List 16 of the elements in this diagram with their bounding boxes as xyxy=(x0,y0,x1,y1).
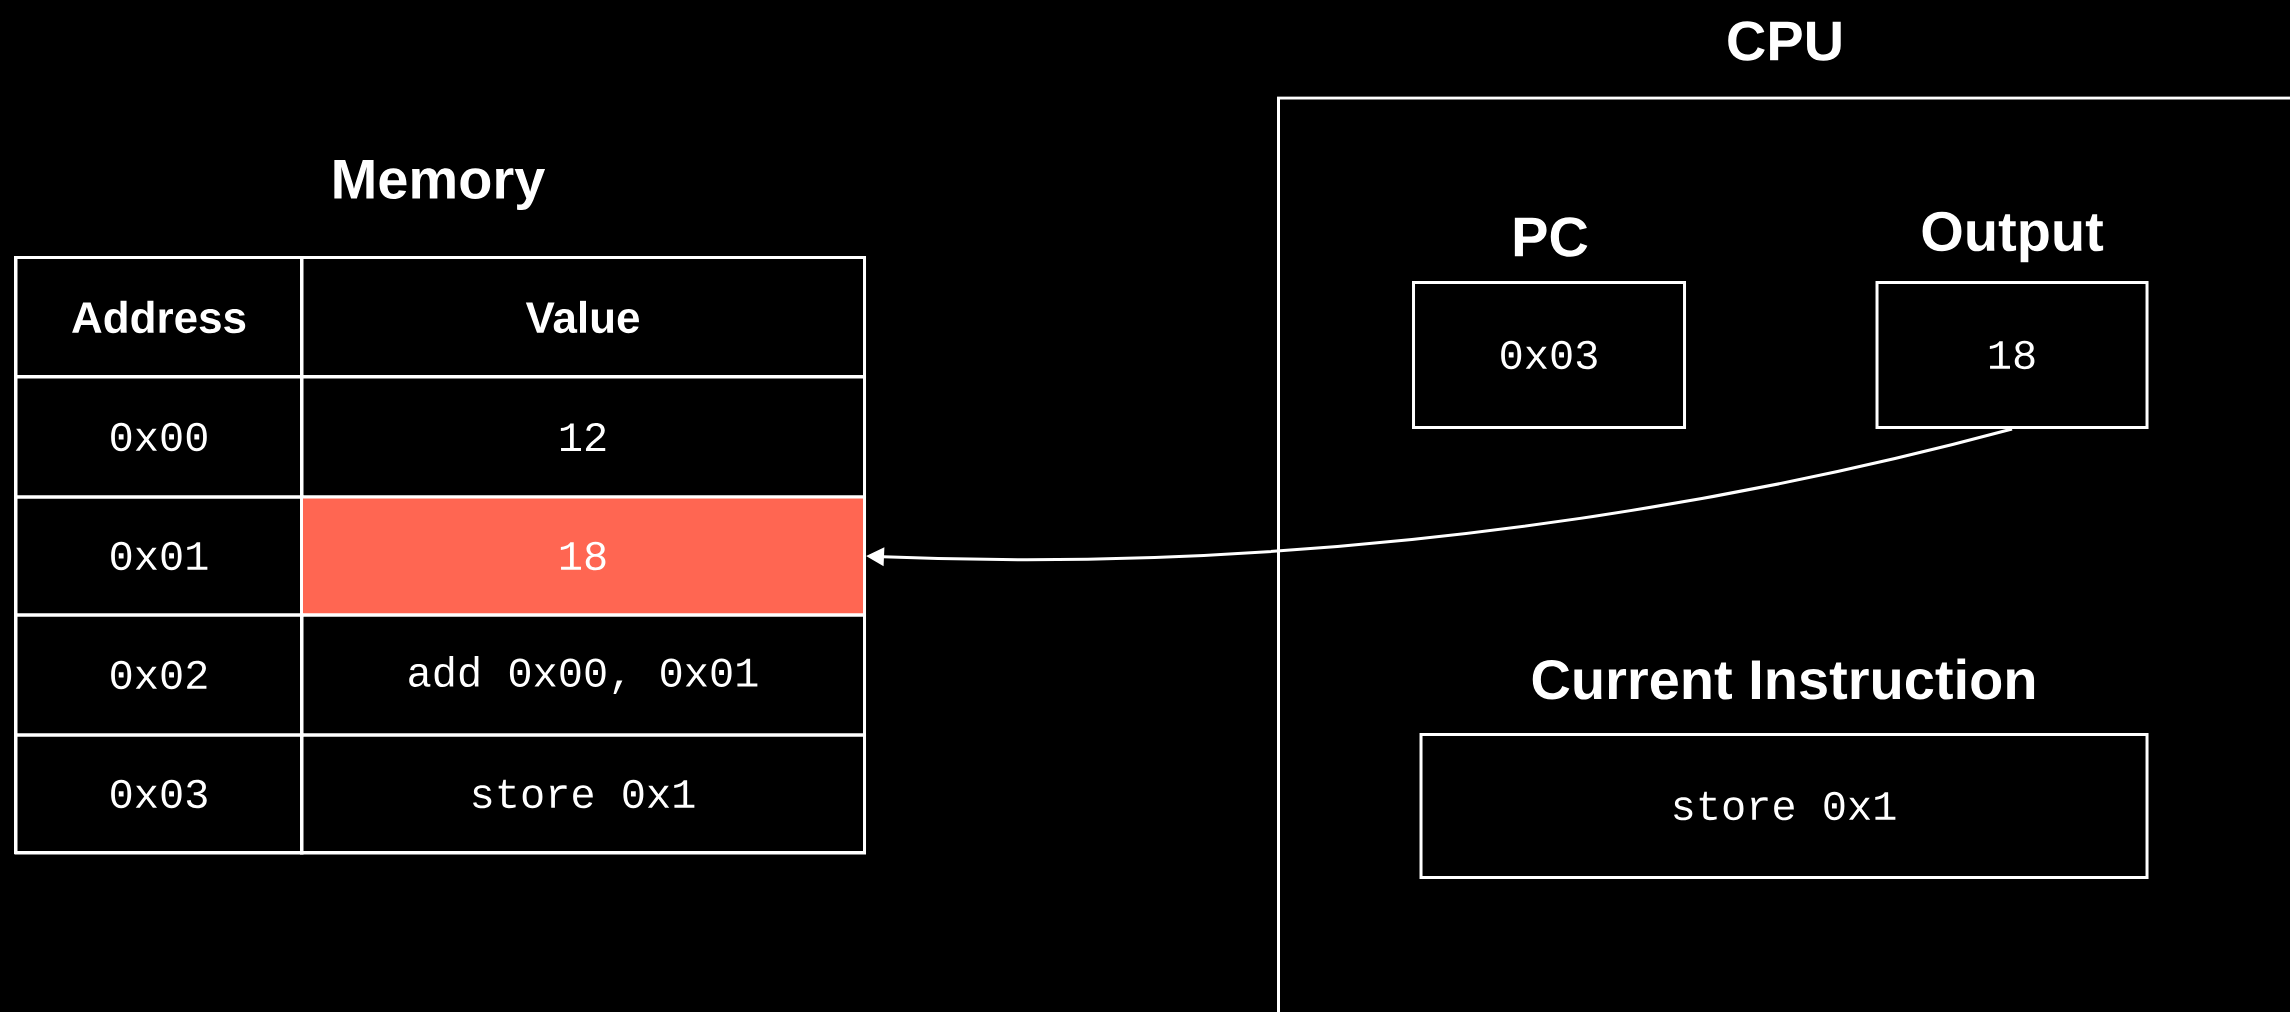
table-cell: 0x02 xyxy=(14,613,304,737)
heading: Current Instruction xyxy=(1532,658,2035,700)
table-cell: store 0x1 xyxy=(300,733,866,855)
process-box: store 0x1 xyxy=(1419,733,2149,879)
table-cell: 0x00 xyxy=(14,375,304,499)
table-cell: Address xyxy=(14,256,304,378)
table-cell: 18 xyxy=(300,495,866,617)
heading: Output xyxy=(1922,211,2104,263)
heading: CPU xyxy=(1728,21,1841,61)
heading: PC xyxy=(1514,217,1588,257)
process-box: 0x03 xyxy=(1412,281,1686,429)
table-cell: 0x03 xyxy=(14,733,304,855)
process-box: 18 xyxy=(1875,281,2149,429)
table-cell: add 0x00, 0x01 xyxy=(300,613,866,737)
table-cell: Value xyxy=(300,256,866,378)
heading: Memory xyxy=(334,159,546,211)
